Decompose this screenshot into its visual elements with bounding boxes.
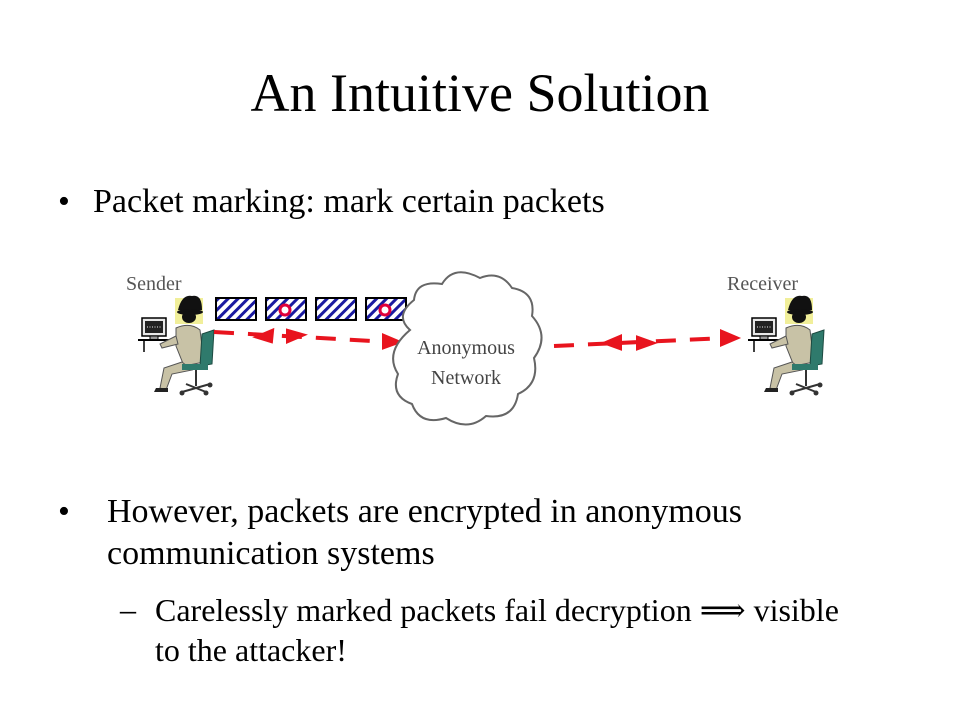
receiver-label: Receiver bbox=[727, 273, 799, 295]
receiver-person-icon bbox=[747, 294, 825, 397]
sender-label: Sender bbox=[126, 273, 182, 295]
bullet-dot-2: • bbox=[58, 493, 70, 530]
mark-icon bbox=[278, 303, 292, 317]
sender-person-icon bbox=[137, 294, 215, 397]
packet-1 bbox=[215, 297, 257, 321]
receiver-flow-arrow bbox=[553, 328, 742, 351]
mark-icon bbox=[378, 303, 392, 317]
slide-title: An Intuitive Solution bbox=[250, 63, 710, 123]
network-label-line2: Network bbox=[431, 367, 501, 389]
packet-queue bbox=[215, 297, 407, 321]
cloud-icon: Anonymous Network bbox=[392, 271, 543, 426]
bullet-dot-1: • bbox=[58, 183, 70, 220]
network-label-line1: Anonymous bbox=[417, 337, 515, 359]
bullet-2-text: However, packets are encrypted in anonym… bbox=[107, 493, 742, 572]
sender-flow-arrow bbox=[213, 327, 404, 350]
packet-3 bbox=[315, 297, 357, 321]
sub-bullet-text: Carelessly marked packets fail decryptio… bbox=[155, 592, 839, 668]
sub-bullet-dash: – bbox=[120, 591, 136, 627]
bullet-1-text: Packet marking: mark certain packets bbox=[93, 183, 605, 220]
